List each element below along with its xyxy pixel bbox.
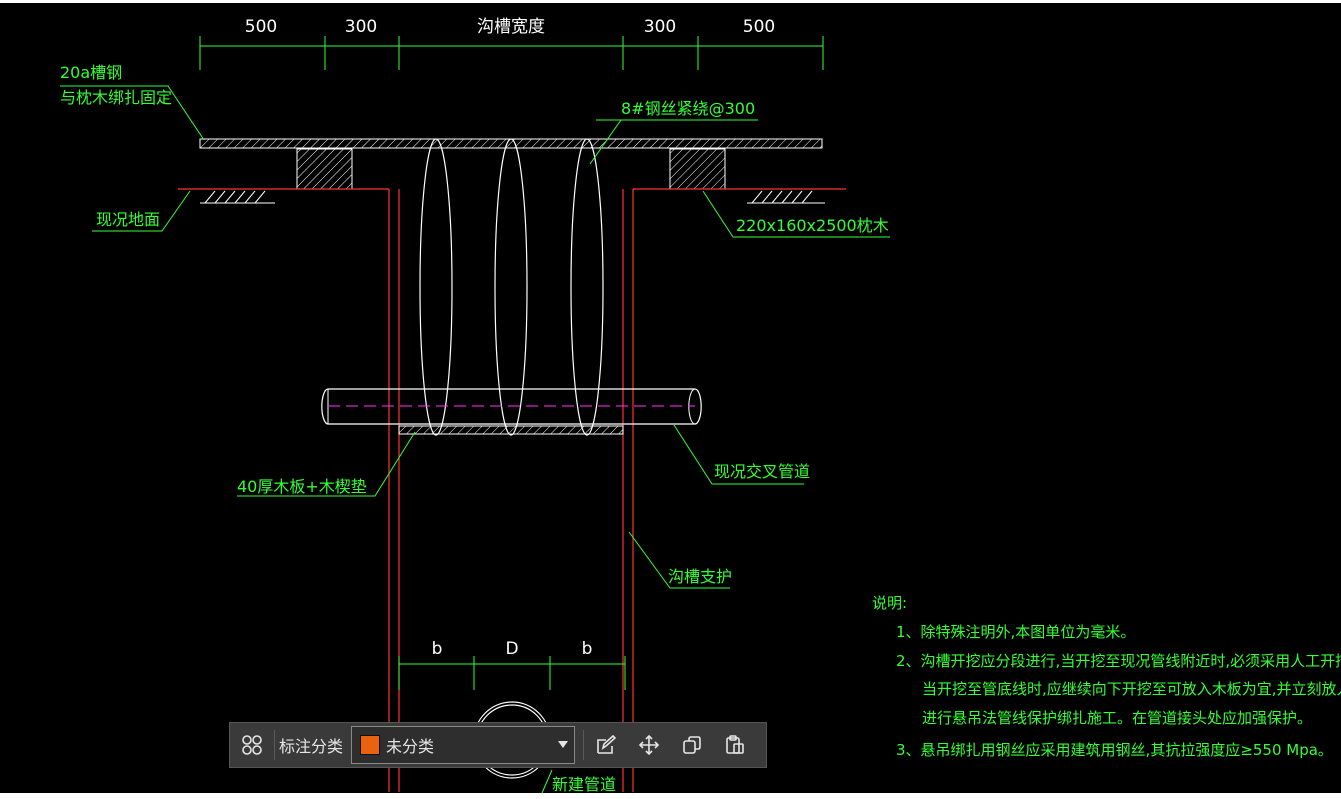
label-channel-steel-line2: 与枕木绑扎固定 xyxy=(60,88,172,107)
grid-icon[interactable] xyxy=(239,732,265,758)
top-dimension-chain xyxy=(199,36,824,70)
dimension-500-right: 500 xyxy=(743,17,775,37)
top-border xyxy=(0,0,1341,3)
label-channel-steel-line1: 20a槽钢 xyxy=(60,63,122,82)
edit-icon[interactable] xyxy=(593,732,619,758)
annotation-toolbar: 标注分类 未分类 xyxy=(229,722,767,768)
leader-lines xyxy=(60,85,890,794)
label-wire-binding: 8#钢丝紧绕@300 xyxy=(621,99,755,118)
ground-hatch-left xyxy=(200,190,275,204)
notes-line-5: 3、悬吊绑扎用钢丝应采用建筑用钢丝,其抗拉强度应≥550 Mpa。 xyxy=(896,741,1333,759)
copy-icon[interactable] xyxy=(679,732,705,758)
category-color-swatch xyxy=(360,735,381,755)
paste-icon[interactable] xyxy=(722,732,748,758)
bottom-dimension-chain xyxy=(398,656,626,690)
sleeper-left xyxy=(296,148,353,190)
label-existing-pipe: 现况交叉管道 xyxy=(714,462,810,481)
ground-hatch-right xyxy=(747,190,825,204)
label-existing-ground: 现况地面 xyxy=(96,210,160,229)
notes-title: 说明: xyxy=(872,594,907,612)
notes-line-2: 2、沟槽开挖应分段进行,当开挖至现况管线附近时,必须采用人工开挖方式。 xyxy=(896,652,1341,670)
dimension-b-right: b xyxy=(582,639,593,659)
label-trench-support: 沟槽支护 xyxy=(668,567,732,586)
notes-line-4: 进行悬吊法管线保护绑扎施工。在管道接头处应加强保护。 xyxy=(922,709,1312,727)
notes-line-3: 当开挖至管底线时,应继续向下开挖至可放入木板为宜,并立刻放入木板或钢板 xyxy=(922,680,1341,698)
label-sleeper: 220x160x2500枕木 xyxy=(736,216,889,235)
label-new-pipe: 新建管道 xyxy=(552,775,616,794)
dimension-trench-width: 沟槽宽度 xyxy=(477,17,545,37)
toolbar-label: 标注分类 xyxy=(279,737,344,756)
dimension-D: D xyxy=(505,639,518,659)
category-selected-value: 未分类 xyxy=(386,737,435,756)
move-icon[interactable] xyxy=(636,732,662,758)
dimension-300-right: 300 xyxy=(644,17,676,37)
dimension-500-left: 500 xyxy=(245,17,277,37)
dimension-b-left: b xyxy=(432,639,443,659)
category-select[interactable]: 未分类 xyxy=(351,726,576,764)
channel-steel-beam xyxy=(199,138,823,149)
wood-plank xyxy=(398,425,624,435)
dimension-300-left: 300 xyxy=(345,17,377,37)
bottom-border xyxy=(0,793,1341,799)
wire-loops xyxy=(419,138,604,436)
trench-walls xyxy=(388,189,634,792)
existing-crossing-pipe xyxy=(321,388,702,425)
toolbar-divider xyxy=(274,730,275,760)
notes-line-1: 1、除特殊注明外,本图单位为毫米。 xyxy=(896,623,1135,641)
label-wood-plank: 40厚木板+木楔垫 xyxy=(237,477,367,496)
toolbar-divider xyxy=(583,730,585,760)
sleeper-right xyxy=(669,148,726,190)
chevron-down-icon xyxy=(558,741,569,748)
